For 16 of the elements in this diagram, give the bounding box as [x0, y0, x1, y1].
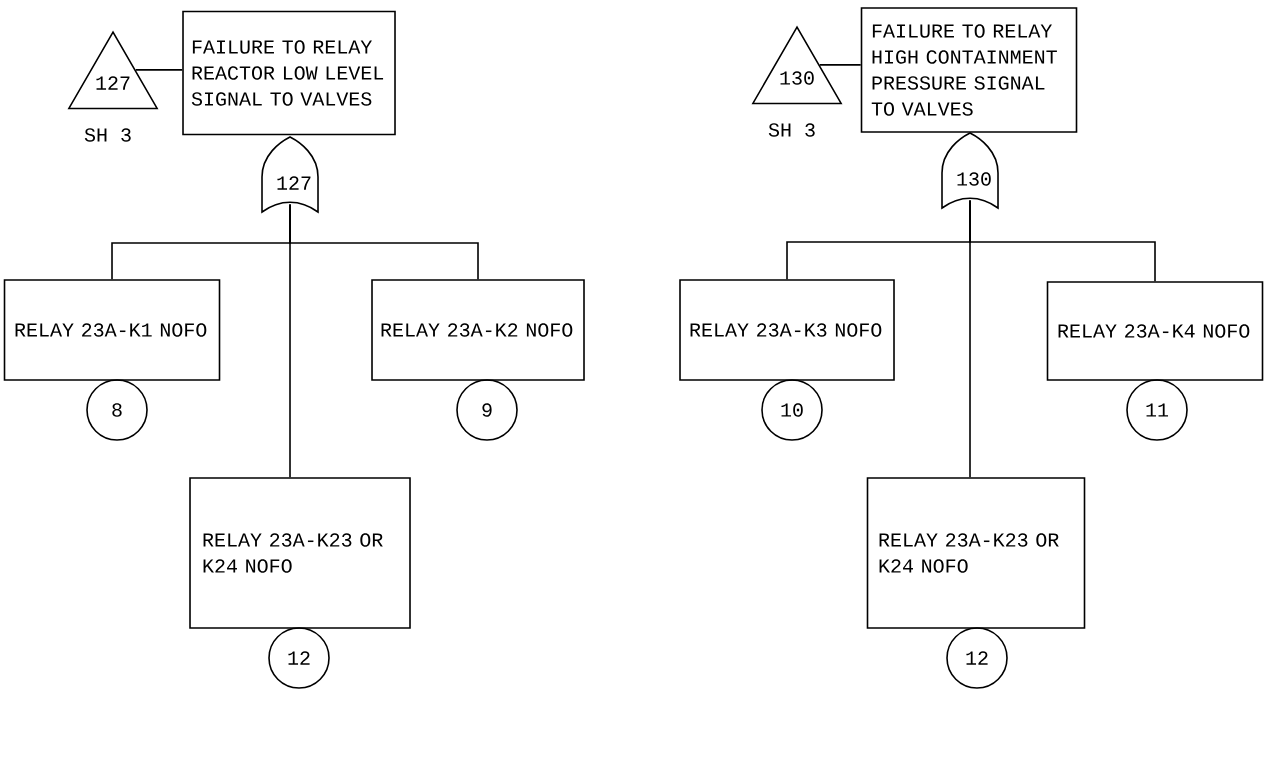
event-box: FAILURE TO RELAY HIGH CONTAINMENT PRESSURE SIGNAL TO VALVES [860, 7, 1078, 133]
event-box: RELAY 23A-K2 NOFO [371, 279, 585, 381]
event-box: RELAY 23A-K3 NOFO [679, 279, 895, 381]
or-gate: 127 [261, 136, 319, 213]
connector-line [818, 64, 862, 66]
event-box: RELAY 23A-K4 NOFO [1046, 281, 1264, 381]
event-box: RELAY 23A-K1 NOFO [3, 279, 221, 381]
connector-line [134, 69, 183, 71]
event-box: RELAY 23A-K23 OR K24 NOFO [189, 477, 411, 629]
sheet-label: SH 3 [84, 128, 131, 142]
or-gate: 130 [941, 132, 999, 209]
connector-line [969, 199, 971, 478]
event-box: FAILURE TO RELAY REACTOR LOW LEVEL SIGNAL TO VALVES [182, 10, 396, 136]
event-box: RELAY 23A-K23 OR K24 NOFO [866, 477, 1086, 629]
sheet-label: SH 3 [768, 123, 815, 137]
connector-line [289, 203, 291, 478]
